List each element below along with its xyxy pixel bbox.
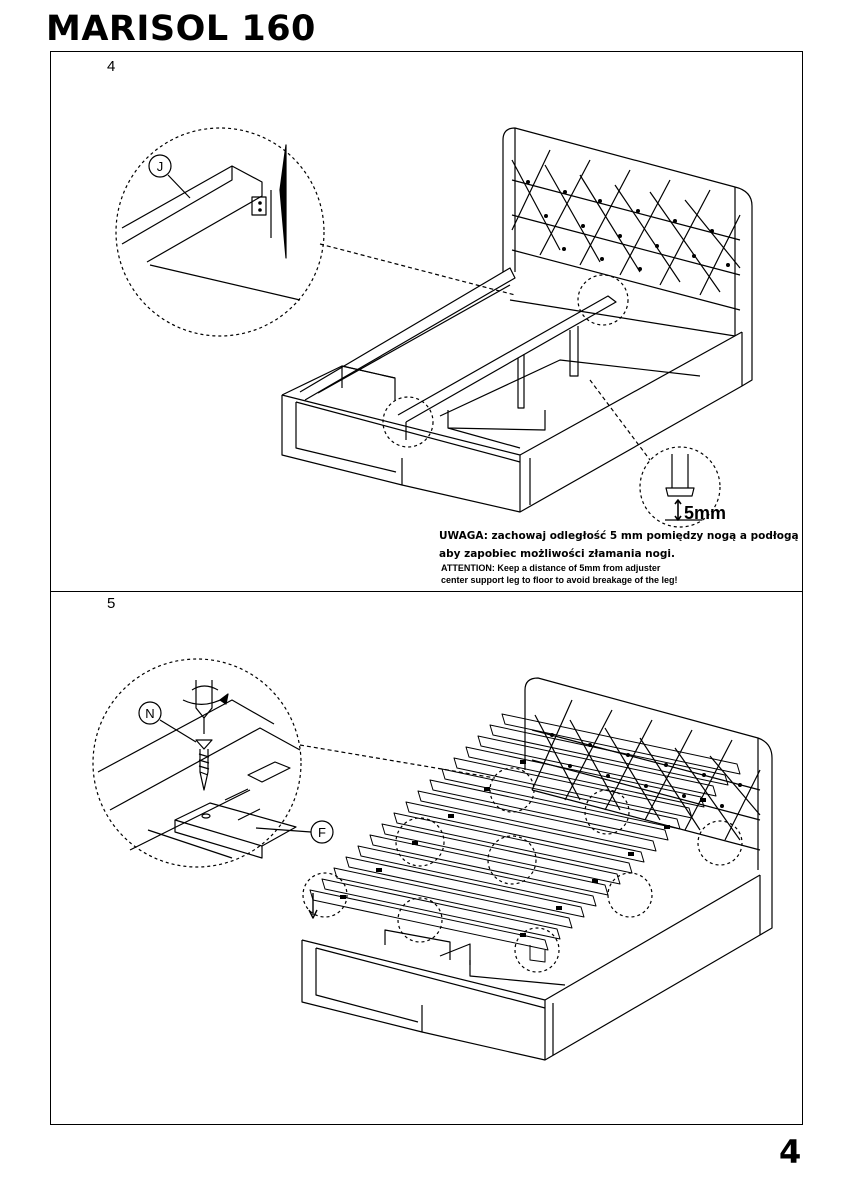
detail-circle-j: [115, 127, 325, 337]
leg-gap-detail: [639, 446, 721, 528]
warning-en-line1: ATTENTION: Keep a distance of 5mm from a…: [441, 563, 661, 573]
page-number: 4: [779, 1133, 802, 1171]
callout-n-label: N: [145, 706, 154, 721]
callout-j-label: J: [157, 159, 164, 174]
gap-label: 5mm: [684, 503, 726, 523]
step-number-5: 5: [107, 595, 116, 612]
instruction-frame: [50, 51, 803, 1125]
detail-circle-screw: [92, 658, 334, 868]
warning-pl-line2: aby zapobiec możliwości złamania nogi.: [439, 548, 675, 560]
bed-frame-step4: [281, 127, 753, 513]
step-number-4: 4: [107, 58, 116, 75]
slat-stack: [309, 713, 741, 963]
callout-f-label: F: [318, 825, 326, 840]
page-title: MARISOL 160: [46, 9, 316, 49]
warning-pl-line1: UWAGA: zachowaj odległość 5 mm pomiędzy …: [439, 530, 799, 542]
step-divider: [50, 591, 803, 592]
slat-detail-circles: [302, 767, 743, 973]
warning-en-line2: center support leg to floor to avoid bre…: [441, 575, 678, 585]
